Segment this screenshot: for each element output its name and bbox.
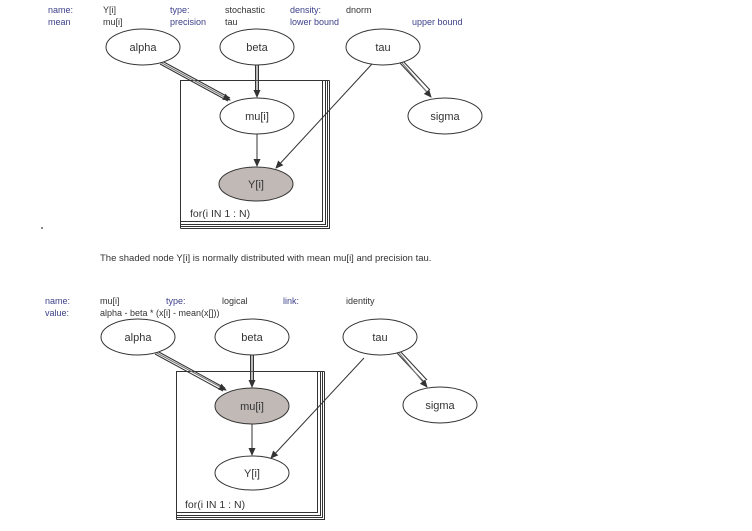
d2-prop-name-label: name: — [45, 296, 71, 306]
edge-tau-sigma — [398, 59, 432, 98]
doodle-diagram-2: for(i IN 1 : N) alpha beta tau mu[i] Y[i… — [100, 318, 478, 520]
d1-prop-type-label: type: — [170, 5, 190, 15]
node-tau[interactable]: tau — [342, 318, 418, 356]
edge-tau-y — [275, 63, 373, 169]
node-mu-shaded[interactable]: mu[i] — [214, 387, 290, 425]
d2-prop-link-value: identity — [346, 296, 375, 306]
node-mu-label: mu[i] — [245, 111, 269, 123]
d1-prop-lower-bound-label: lower bound — [290, 17, 340, 27]
d1-prop-density-value: dnorm — [346, 5, 372, 15]
node-sigma[interactable]: sigma — [402, 386, 478, 424]
node-y-shaded[interactable]: Y[i] — [218, 166, 294, 202]
d1-prop-mean-label: mean — [48, 17, 71, 27]
node-sigma-label: sigma — [430, 111, 460, 123]
node-mu-label: mu[i] — [240, 401, 264, 413]
plate-label: for(i IN 1 : N) — [190, 208, 250, 220]
edge-beta-mu — [253, 65, 261, 98]
edge-tau-y — [270, 357, 365, 459]
stray-dot — [41, 227, 43, 229]
d2-prop-type-value: logical — [222, 296, 248, 306]
edge-tau-sigma — [395, 349, 428, 388]
node-y[interactable]: Y[i] — [214, 455, 290, 491]
node-beta-label: beta — [241, 332, 263, 344]
node-alpha[interactable]: alpha — [105, 28, 181, 66]
d2-prop-link-label: link: — [283, 296, 300, 306]
d1-prop-precision-value: tau — [225, 17, 238, 27]
d1-prop-mean-value: mu[i] — [103, 17, 123, 27]
node-mu[interactable]: mu[i] — [219, 97, 295, 135]
node-alpha-label: alpha — [130, 42, 158, 54]
d2-prop-value-label: value: — [45, 308, 70, 318]
node-alpha[interactable]: alpha — [100, 318, 176, 356]
d2-prop-name-value: mu[i] — [100, 296, 120, 306]
caption-text: The shaded node Y[i] is normally distrib… — [100, 253, 432, 264]
d1-prop-type-value: stochastic — [225, 5, 266, 15]
d1-prop-name-value: Y[i] — [103, 5, 117, 15]
d1-prop-precision-label: precision — [170, 17, 207, 27]
node-y-label: Y[i] — [248, 179, 264, 191]
edge-alpha-mu — [154, 350, 227, 392]
node-beta[interactable]: beta — [219, 28, 295, 66]
node-alpha-label: alpha — [125, 332, 153, 344]
node-tau-label: tau — [375, 42, 390, 54]
node-beta[interactable]: beta — [214, 318, 290, 356]
d1-prop-name-label: name: — [48, 5, 74, 15]
node-sigma[interactable]: sigma — [407, 97, 483, 135]
node-sigma-label: sigma — [425, 400, 455, 412]
node-tau[interactable]: tau — [345, 28, 421, 66]
node-y-label: Y[i] — [244, 468, 260, 480]
node-tau-label: tau — [372, 332, 387, 344]
plate-label: for(i IN 1 : N) — [185, 499, 245, 511]
edge-alpha-mu — [159, 60, 231, 102]
doodle-diagram-1: for(i IN 1 : N) alpha beta tau mu[i] Y[i… — [105, 28, 483, 229]
node-beta-label: beta — [246, 42, 268, 54]
d1-prop-upper-bound-label: upper bound — [412, 17, 463, 27]
edge-beta-mu — [248, 355, 256, 388]
d2-prop-value-expression[interactable]: alpha - beta * (x[i] - mean(x[])) — [100, 308, 220, 318]
d1-prop-density-label: density: — [290, 5, 322, 15]
d2-prop-type-label: type: — [166, 296, 186, 306]
